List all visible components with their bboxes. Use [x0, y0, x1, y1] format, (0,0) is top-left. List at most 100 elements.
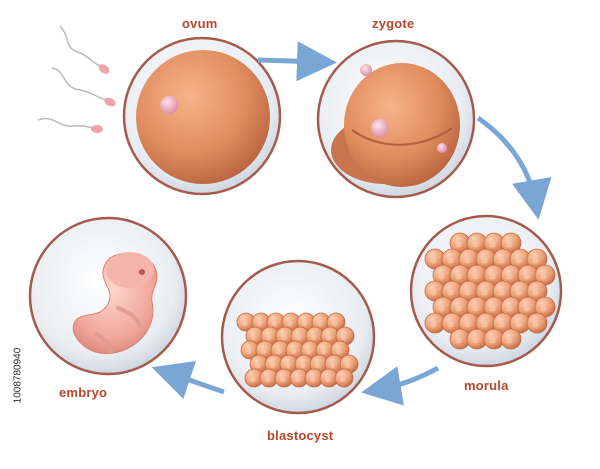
- cell-nucleus: [455, 273, 462, 280]
- cell-nucleus: [305, 348, 312, 355]
- cell-nucleus: [344, 362, 351, 369]
- stage-arrows: [151, 41, 552, 406]
- cell-nucleus: [245, 348, 252, 355]
- cell-nucleus: [464, 289, 471, 296]
- cell-nucleus: [309, 376, 316, 383]
- cell-nucleus: [295, 334, 302, 341]
- zygote-cell: [316, 39, 476, 199]
- sperm-cell: [59, 25, 110, 74]
- arrow-ovum-to-zygote: [257, 41, 337, 82]
- morula-cell: [409, 214, 563, 368]
- cell-nucleus: [280, 334, 287, 341]
- cell-nucleus: [481, 321, 488, 328]
- cell-nucleus: [438, 273, 445, 280]
- cell-nucleus: [249, 376, 256, 383]
- cell-nucleus: [331, 320, 338, 327]
- cell-nucleus: [498, 321, 505, 328]
- cell-nucleus: [447, 289, 454, 296]
- cell-nucleus: [290, 348, 297, 355]
- cell-nucleus: [472, 305, 479, 312]
- cell-nucleus: [506, 241, 513, 248]
- cell-nucleus: [339, 376, 346, 383]
- label-morula: morula: [464, 378, 509, 393]
- arrow-blastocyst-to-embryo: [151, 360, 225, 399]
- cell-nucleus: [498, 289, 505, 296]
- cell-nucleus: [256, 320, 263, 327]
- cell-nucleus: [515, 321, 522, 328]
- embryo-stage: [28, 216, 188, 376]
- sperm-cell: [51, 67, 116, 107]
- cell-nucleus: [515, 257, 522, 264]
- label-zygote: zygote: [372, 16, 415, 31]
- cell-nucleus: [489, 337, 496, 344]
- blastocyst-cell-cluster: [236, 312, 359, 388]
- cell-nucleus: [430, 321, 437, 328]
- cell-nucleus: [320, 348, 327, 355]
- cell-nucleus: [271, 320, 278, 327]
- cell-nucleus: [472, 273, 479, 280]
- label-blastocyst: blastocyst: [267, 428, 334, 443]
- cell-nucleus: [275, 348, 282, 355]
- cell-nucleus: [464, 257, 471, 264]
- cell-nucleus: [301, 320, 308, 327]
- cell-nucleus: [506, 305, 513, 312]
- cell-nucleus: [455, 241, 462, 248]
- cell-nucleus: [472, 241, 479, 248]
- cell-nucleus: [335, 348, 342, 355]
- cell-nucleus: [515, 289, 522, 296]
- cell-nucleus: [532, 257, 539, 264]
- cell-nucleus: [447, 321, 454, 328]
- cell-nucleus: [329, 362, 336, 369]
- cell-nucleus: [455, 305, 462, 312]
- cell-nucleus: [447, 257, 454, 264]
- sperm-cell: [37, 117, 103, 134]
- cell-nucleus: [254, 362, 261, 369]
- cell-nucleus: [316, 320, 323, 327]
- cell-nucleus: [279, 376, 286, 383]
- cell-nucleus: [260, 348, 267, 355]
- cell-nucleus: [310, 334, 317, 341]
- cell-nucleus: [498, 257, 505, 264]
- cell-nucleus: [532, 289, 539, 296]
- cell-nucleus: [325, 334, 332, 341]
- cell-nucleus: [455, 337, 462, 344]
- cell-nucleus: [269, 362, 276, 369]
- arrow-zygote-to-morula: [476, 115, 552, 220]
- cell-nucleus: [489, 241, 496, 248]
- cell-nucleus: [284, 362, 291, 369]
- cell-nucleus: [540, 273, 547, 280]
- cell-nucleus: [286, 320, 293, 327]
- label-ovum: ovum: [182, 16, 218, 31]
- cell-nucleus: [489, 305, 496, 312]
- cell-nucleus: [250, 334, 257, 341]
- cell-nucleus: [438, 305, 445, 312]
- cell-nucleus: [481, 289, 488, 296]
- sperm-group: [37, 25, 116, 134]
- cell-nucleus: [430, 257, 437, 264]
- image-id-text: 1008780940: [12, 347, 24, 404]
- ovum-cell: [122, 36, 282, 196]
- cell-nucleus: [506, 337, 513, 344]
- cell-nucleus: [241, 320, 248, 327]
- cell-nucleus: [540, 305, 547, 312]
- label-embryo: embryo: [59, 385, 108, 400]
- cell-nucleus: [340, 334, 347, 341]
- cell-nucleus: [299, 362, 306, 369]
- arrow-morula-to-blastocyst: [361, 365, 440, 406]
- cell-nucleus: [523, 305, 530, 312]
- cell-nucleus: [430, 289, 437, 296]
- cell-nucleus: [472, 337, 479, 344]
- cell-nucleus: [489, 273, 496, 280]
- cell-nucleus: [324, 376, 331, 383]
- cell-nucleus: [264, 376, 271, 383]
- cell-nucleus: [481, 257, 488, 264]
- cell-nucleus: [532, 321, 539, 328]
- blastocyst-cell: [220, 259, 376, 415]
- morula-cell-cluster: [424, 232, 556, 350]
- cell-nucleus: [506, 273, 513, 280]
- cell-nucleus: [294, 376, 301, 383]
- cell-nucleus: [265, 334, 272, 341]
- cell-nucleus: [464, 321, 471, 328]
- cell-nucleus: [523, 273, 530, 280]
